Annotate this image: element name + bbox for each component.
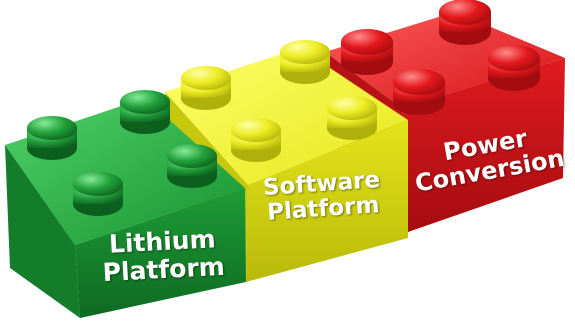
brick-green-stud <box>27 116 77 160</box>
brick-green-stud <box>73 172 123 216</box>
brick-green-stud <box>167 144 217 188</box>
brick-green-label: Lithium Platform <box>87 224 240 287</box>
brick-green-front <box>75 188 246 318</box>
brick-yellow-front <box>246 120 408 282</box>
brick-red-stud <box>341 29 393 75</box>
brick-red-stud <box>393 69 445 115</box>
brick-green-stud <box>120 90 170 134</box>
brick-yellow <box>165 40 408 282</box>
brick-green <box>5 90 246 318</box>
brick-red-stud <box>488 45 540 91</box>
brick-yellow-stud <box>280 40 330 84</box>
brick-yellow-stud <box>181 66 231 110</box>
brick-yellow-label: Software Platform <box>248 167 396 228</box>
brick-green-side <box>5 145 80 318</box>
brick-yellow-stud <box>327 96 377 140</box>
brick-red <box>325 0 565 232</box>
brick-red-stud <box>439 0 491 45</box>
brick-yellow-stud <box>231 118 281 162</box>
